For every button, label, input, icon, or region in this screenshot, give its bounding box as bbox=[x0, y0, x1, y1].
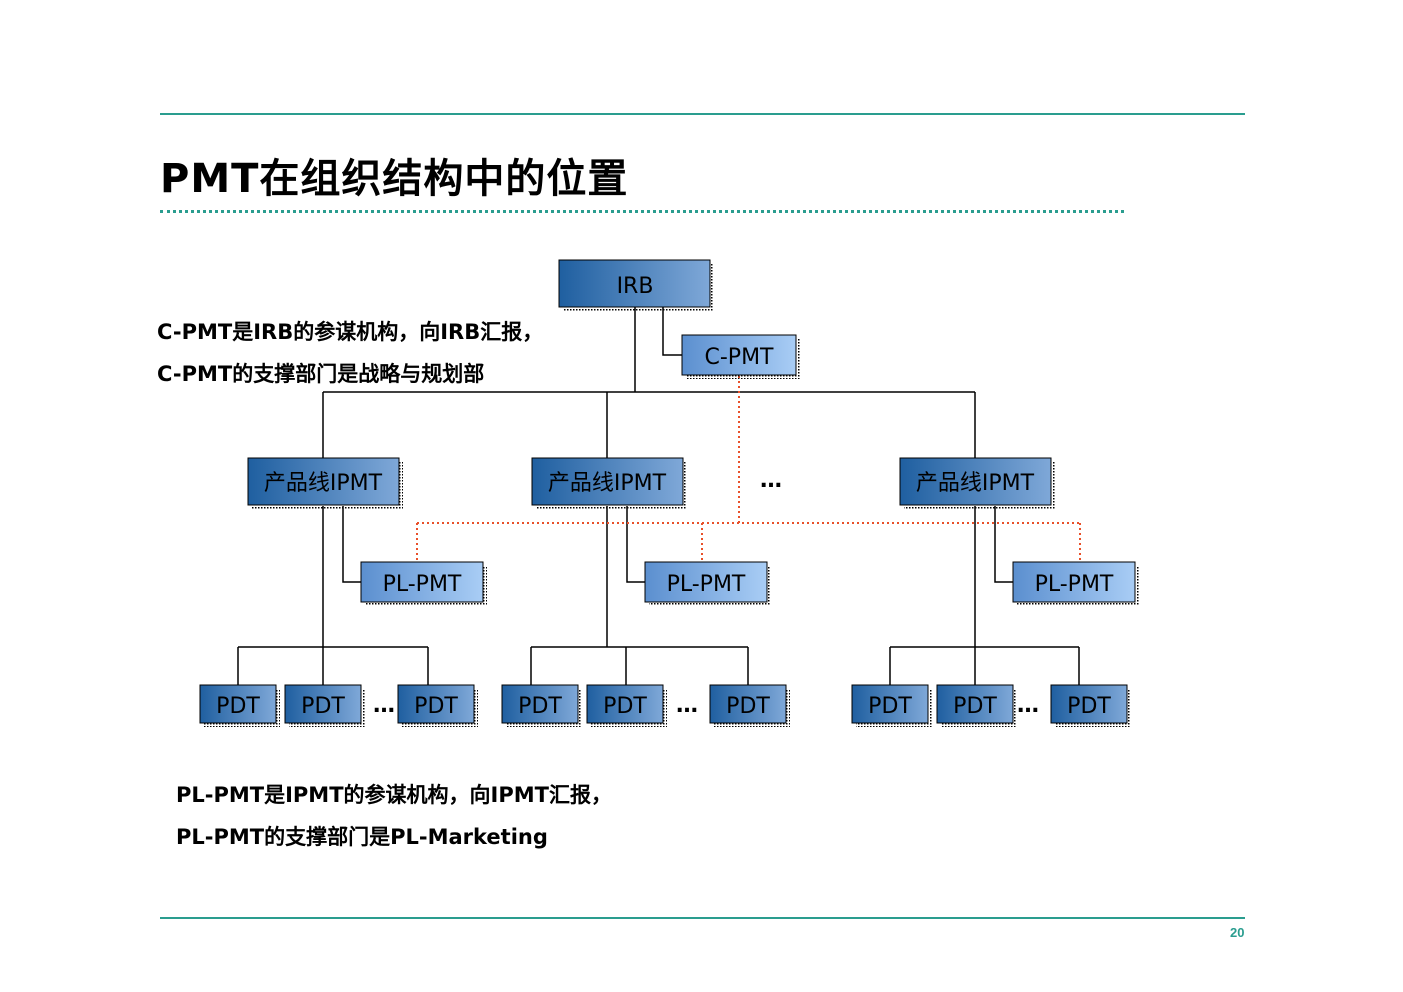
pl-pmt-label-3: PL-PMT bbox=[1035, 572, 1114, 597]
pdt-box-3-3: PDT bbox=[1050, 684, 1131, 727]
pdt-label: PDT bbox=[868, 694, 912, 719]
pl-pmt-box-2: PL-PMT bbox=[644, 561, 771, 606]
ipmt-label-3: 产品线IPMT bbox=[916, 471, 1035, 496]
top-rule bbox=[160, 113, 1245, 115]
pdt-box-3-2: PDT bbox=[936, 684, 1017, 727]
pdt-box-1-1: PDT bbox=[199, 684, 280, 727]
pdt-label: PDT bbox=[603, 694, 647, 719]
ipmt-label-2: 产品线IPMT bbox=[548, 471, 667, 496]
pl-pmt-note-line1: PL-PMT是IPMT的参谋机构，向IPMT汇报， bbox=[176, 783, 612, 807]
pdt-box-1-3: PDT bbox=[397, 684, 478, 727]
c-pmt-box: C-PMT bbox=[681, 334, 800, 379]
pl-pmt-label-1: PL-PMT bbox=[383, 572, 462, 597]
pl-pmt-box-1: PL-PMT bbox=[360, 561, 487, 606]
ipmt-box-3: 产品线IPMT bbox=[899, 457, 1055, 509]
pl-pmt-note-line2: PL-PMT的支撑部门是PL-Marketing bbox=[176, 825, 548, 849]
pdt-box-2-2: PDT bbox=[586, 684, 667, 727]
pdt-label: PDT bbox=[414, 694, 458, 719]
pdt-box-2-1: PDT bbox=[501, 684, 582, 727]
pdt-ellipsis-1: … bbox=[373, 693, 395, 718]
pl-pmt-label-2: PL-PMT bbox=[667, 572, 746, 597]
c-pmt-note-line2: C-PMT的支撑部门是战略与规划部 bbox=[157, 362, 485, 386]
ipmt-label-1: 产品线IPMT bbox=[264, 471, 383, 496]
pdt-label: PDT bbox=[301, 694, 345, 719]
title-dotted-divider bbox=[160, 210, 1124, 213]
pdt-ellipsis-3: … bbox=[1017, 693, 1039, 718]
pdt-label: PDT bbox=[216, 694, 260, 719]
pl-pmt-box-3: PL-PMT bbox=[1012, 561, 1139, 606]
page-title: PMT在组织结构中的位置 bbox=[160, 156, 629, 202]
bottom-rule bbox=[160, 917, 1245, 919]
pdt-label: PDT bbox=[953, 694, 997, 719]
irb-box: IRB bbox=[558, 259, 714, 311]
pdt-ellipsis-2: … bbox=[676, 693, 698, 718]
ipmt-ellipsis: … bbox=[760, 468, 782, 493]
c-pmt-note-line1: C-PMT是IRB的参谋机构，向IRB汇报， bbox=[157, 320, 544, 344]
page-number: 20 bbox=[1230, 925, 1245, 940]
pdt-label: PDT bbox=[726, 694, 770, 719]
pdt-box-3-1: PDT bbox=[851, 684, 932, 727]
pdt-label: PDT bbox=[518, 694, 562, 719]
ipmt-box-2: 产品线IPMT bbox=[531, 457, 687, 509]
dotted-staff-links bbox=[416, 376, 1081, 562]
pdt-box-1-2: PDT bbox=[284, 684, 365, 727]
c-pmt-label: C-PMT bbox=[705, 345, 775, 370]
solid-connectors bbox=[237, 307, 1080, 686]
pdt-box-2-3: PDT bbox=[709, 684, 790, 727]
ipmt-box-1: 产品线IPMT bbox=[247, 457, 403, 509]
pdt-label: PDT bbox=[1067, 694, 1111, 719]
irb-label: IRB bbox=[617, 274, 654, 299]
